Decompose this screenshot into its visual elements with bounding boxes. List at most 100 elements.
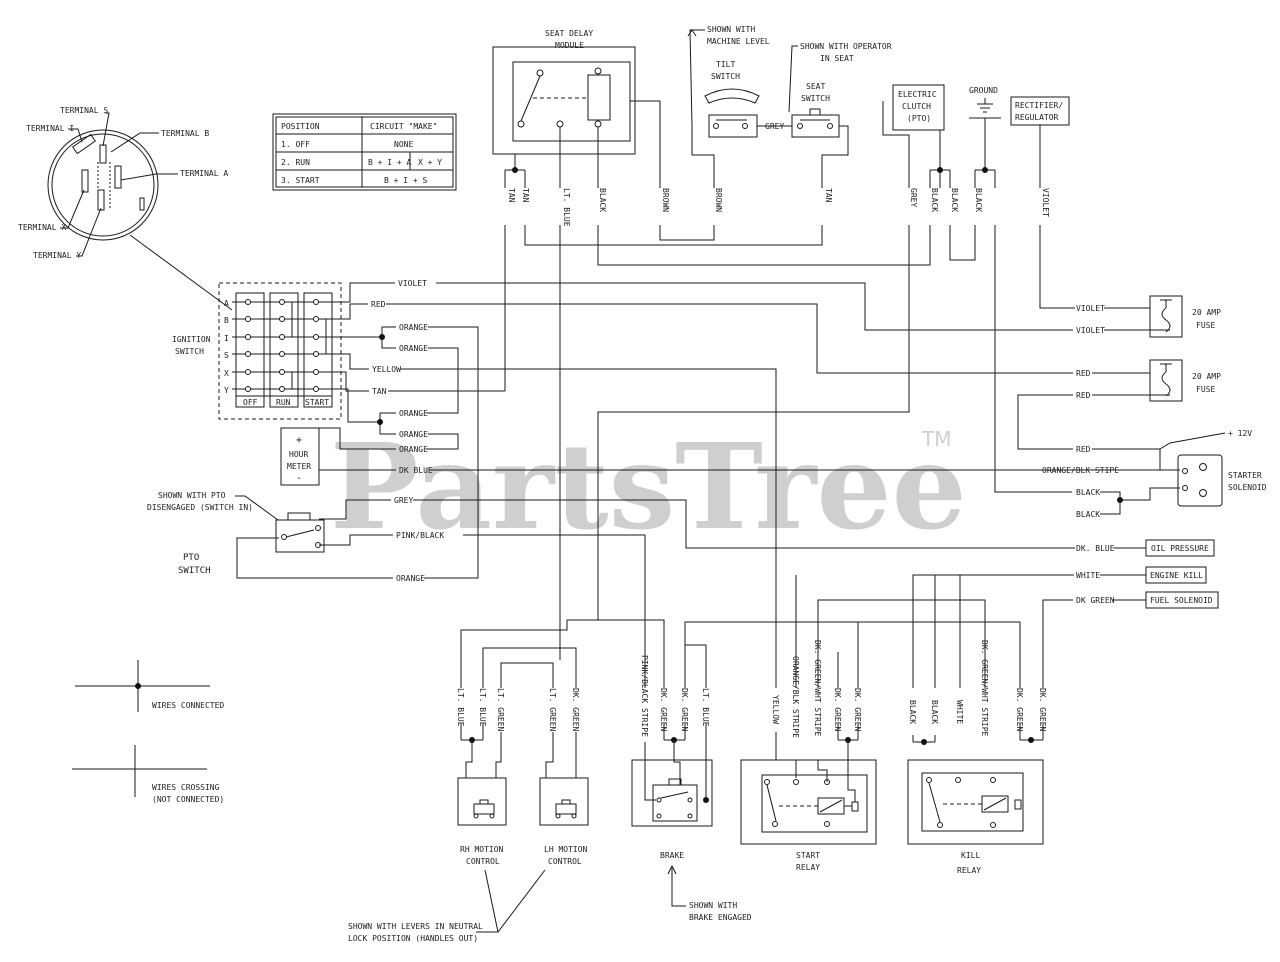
wire-label-red-2: RED <box>1076 391 1091 400</box>
svg-text:METER: METER <box>287 462 311 471</box>
bottom-wire-label: LT. BLUE <box>478 688 487 727</box>
wire-label-black-2: BLACK <box>1076 510 1100 519</box>
wire-label-orange-5: ORANGE <box>399 445 428 454</box>
svg-text:20 AMP: 20 AMP <box>1192 372 1221 381</box>
brake-note-2: BRAKE ENGAGED <box>689 913 752 922</box>
levers-note-2: LOCK POSITION (HANDLES OUT) <box>348 934 478 943</box>
position-table: POSITION CIRCUIT "MAKE" 1. OFF NONE 2. R… <box>272 113 457 191</box>
bottom-notes: SHOWN WITH BRAKE ENGAGED SHOWN WITH LEVE… <box>348 864 752 943</box>
bottom-bus-wires <box>460 574 1021 688</box>
table-row-run: 2. RUN <box>281 158 310 167</box>
svg-text:SHOWN WITH PTO: SHOWN WITH PTO <box>158 491 226 500</box>
ignition-terminal-i: I <box>224 334 229 343</box>
start-relay: START RELAY <box>740 740 877 872</box>
svg-text:LH MOTION: LH MOTION <box>544 845 588 854</box>
starter-solenoid: STARTER SOLENOID <box>1177 454 1267 507</box>
terminal-x-label: TERMINAL X <box>18 223 66 232</box>
svg-text:GROUND: GROUND <box>969 86 998 95</box>
top-wire-label: BLACK <box>974 188 983 212</box>
bottom-wire-label: DK. GREEN <box>1015 688 1024 732</box>
ignition-contacts <box>232 299 342 392</box>
grey-link-label: GREY <box>765 122 784 131</box>
table-row-run-circuit-1: B + I + A <box>368 158 412 167</box>
bottom-wire-label: DK. GREEN <box>1038 688 1047 732</box>
bottom-wire-label: DK. GREEN <box>833 688 842 732</box>
bottom-wire-labels: LT. BLUE LT. BLUE LT. GREEN LT. GREEN DK… <box>456 640 1047 738</box>
top-wires <box>493 100 1075 660</box>
bottom-wire-label: LT. GREEN <box>496 688 505 732</box>
indicator-fuel-solenoid: FUEL SOLENOID <box>1145 591 1219 609</box>
ignition-switch: IGNITION SWITCH OFF RUN START A B I S X … <box>172 282 342 420</box>
svg-text:20 AMP: 20 AMP <box>1192 308 1221 317</box>
bottom-wire-label: DK. GREEN <box>659 688 668 732</box>
svg-text:TILT: TILT <box>716 60 735 69</box>
levers-note-1: SHOWN WITH LEVERS IN NEUTRAL <box>348 922 483 931</box>
wire-label-red-1: RED <box>1076 369 1091 378</box>
wire-label-orange-3: ORANGE <box>399 409 428 418</box>
top-wire-label: TAN <box>824 188 833 203</box>
ignition-terminal-y: Y <box>224 386 229 395</box>
wire-label-violet: VIOLET <box>398 279 427 288</box>
svg-text:FUEL SOLENOID: FUEL SOLENOID <box>1150 596 1213 605</box>
legend-wires-connected: WIRES CONNECTED <box>152 701 224 710</box>
terminal-s-label: TERMINAL S <box>60 106 108 115</box>
bottom-wire-label: YELLOW <box>771 695 780 724</box>
wire-label-red: RED <box>371 300 386 309</box>
bottom-wire-label: ORANGE/BLK STRIPE <box>791 656 800 738</box>
terminal-y-label: TERMINAL Y <box>33 251 81 260</box>
svg-text:SHOWN WITH OPERATOR: SHOWN WITH OPERATOR <box>800 42 892 51</box>
wire-label-dk-green: DK GREEN <box>1076 596 1115 605</box>
legend: WIRES CONNECTED WIRES CROSSING (NOT CONN… <box>72 660 224 804</box>
svg-text:BRAKE: BRAKE <box>660 851 684 860</box>
svg-text:RH MOTION: RH MOTION <box>460 845 504 854</box>
bottom-wire-label: WHITE <box>955 700 964 724</box>
seat-switch: SHOWN WITH OPERATOR IN SEAT SEAT SWITCH <box>788 42 892 138</box>
table-header-position: POSITION <box>281 122 320 131</box>
fuse-2: 20 AMP FUSE <box>1149 359 1221 402</box>
wire-label-violet-2: VIOLET <box>1076 326 1105 335</box>
svg-text:STARTER: STARTER <box>1228 471 1262 480</box>
left-harness: VIOLET RED ORANGE ORANGE YELLOW TAN ORAN… <box>236 279 1154 688</box>
svg-text:SWITCH: SWITCH <box>711 72 740 81</box>
wire-label-pink-black: PINK/BLACK <box>396 531 444 540</box>
svg-text:REGULATOR: REGULATOR <box>1015 113 1059 122</box>
svg-text:SOLENOID: SOLENOID <box>1228 483 1267 492</box>
bottom-wire-label: BLACK <box>908 700 917 724</box>
ignition-terminal-x: X <box>224 369 229 378</box>
bottom-wire-label: LT. GREEN <box>548 688 557 732</box>
svg-text:-: - <box>296 473 302 484</box>
bottom-wire-label: LT. BLUE <box>701 688 710 727</box>
top-wire-label: BLACK <box>950 188 959 212</box>
bottom-wire-label: DK. GREEN <box>680 688 689 732</box>
pto-switch: SHOWN WITH PTO DISENGAGED (SWITCH IN) PT… <box>147 491 325 576</box>
top-wire-label: VIOLET <box>1041 188 1050 217</box>
svg-text:OIL PRESSURE: OIL PRESSURE <box>1151 544 1209 553</box>
wire-label-violet-1: VIOLET <box>1076 304 1105 313</box>
wire-label-grey: GREY <box>394 496 413 505</box>
bottom-wire-label: DK. GREEN/WHT STRIPE <box>980 640 989 737</box>
bottom-wire-label: BLACK <box>930 700 939 724</box>
svg-text:RELAY: RELAY <box>957 866 981 875</box>
table-row-off-circuit: NONE <box>394 140 413 149</box>
brake-switch: BRAKE <box>631 759 713 860</box>
seat-delay-module: SEAT DELAY MODULE <box>492 29 636 155</box>
svg-text:RELAY: RELAY <box>796 863 820 872</box>
wire-label-dk-blue: DK BLUE <box>399 466 433 475</box>
table-row-run-circuit-2: X + Y <box>418 158 442 167</box>
svg-text:(PTO): (PTO) <box>907 114 931 123</box>
svg-text:+: + <box>296 435 302 446</box>
table-row-start-circuit: B + I + S <box>384 176 428 185</box>
top-wire-label: GREY <box>909 188 918 207</box>
top-wire-label: LT. BLUE <box>562 188 571 227</box>
fuse-1: 20 AMP FUSE <box>1149 295 1221 338</box>
tilt-switch: SHOWN WITH MACHINE LEVEL TILT SWITCH GRE… <box>687 25 792 138</box>
key-switch-terminal-view: TERMINAL S TERMINAL I TERMINAL B TERMINA… <box>18 106 233 311</box>
bottom-wire-label: LT. BLUE <box>456 688 465 727</box>
wire-label-black-1: BLACK <box>1076 488 1100 497</box>
svg-text:OFF: OFF <box>243 398 258 407</box>
svg-text:SEAT DELAY: SEAT DELAY <box>545 29 593 38</box>
ignition-terminal-s: S <box>224 351 229 360</box>
svg-text:PTO: PTO <box>183 553 199 563</box>
svg-text:MODULE: MODULE <box>555 41 584 50</box>
